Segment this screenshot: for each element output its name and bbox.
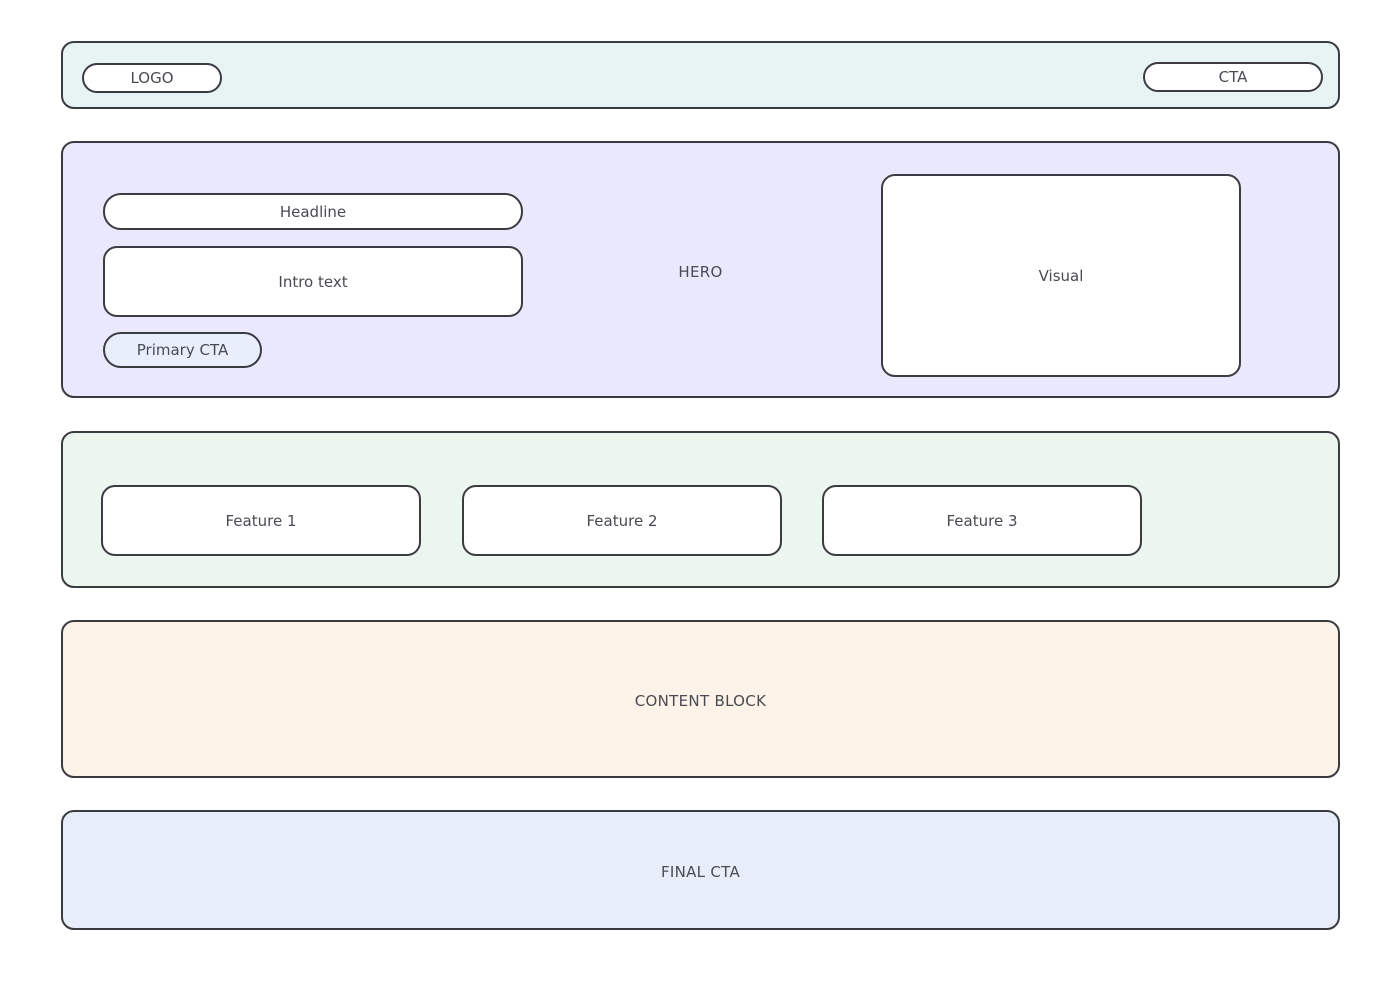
final-cta-label: FINAL CTA xyxy=(660,863,741,881)
hero-visual-placeholder: Visual xyxy=(881,174,1241,377)
hero-intro-text-placeholder: Intro text xyxy=(103,246,523,317)
hero-section: Headline Intro text Primary CTA HERO Vis… xyxy=(61,141,1340,398)
header-section: LOGO CTA xyxy=(61,41,1340,109)
hero-primary-cta-button[interactable]: Primary CTA xyxy=(103,332,262,368)
content-block-section: CONTENT BLOCK xyxy=(61,620,1340,778)
content-block-label: CONTENT BLOCK xyxy=(634,692,767,710)
feature-card-1[interactable]: Feature 1 xyxy=(101,485,421,556)
final-cta-section: FINAL CTA xyxy=(61,810,1340,930)
hero-headline-placeholder: Headline xyxy=(103,193,523,230)
feature-card-3[interactable]: Feature 3 xyxy=(822,485,1142,556)
feature-card-2[interactable]: Feature 2 xyxy=(462,485,782,556)
features-section: Feature 1 Feature 2 Feature 3 xyxy=(61,431,1340,588)
header-cta-button[interactable]: CTA xyxy=(1143,62,1323,92)
hero-section-label: HERO xyxy=(678,263,723,281)
logo-placeholder[interactable]: LOGO xyxy=(82,63,222,93)
